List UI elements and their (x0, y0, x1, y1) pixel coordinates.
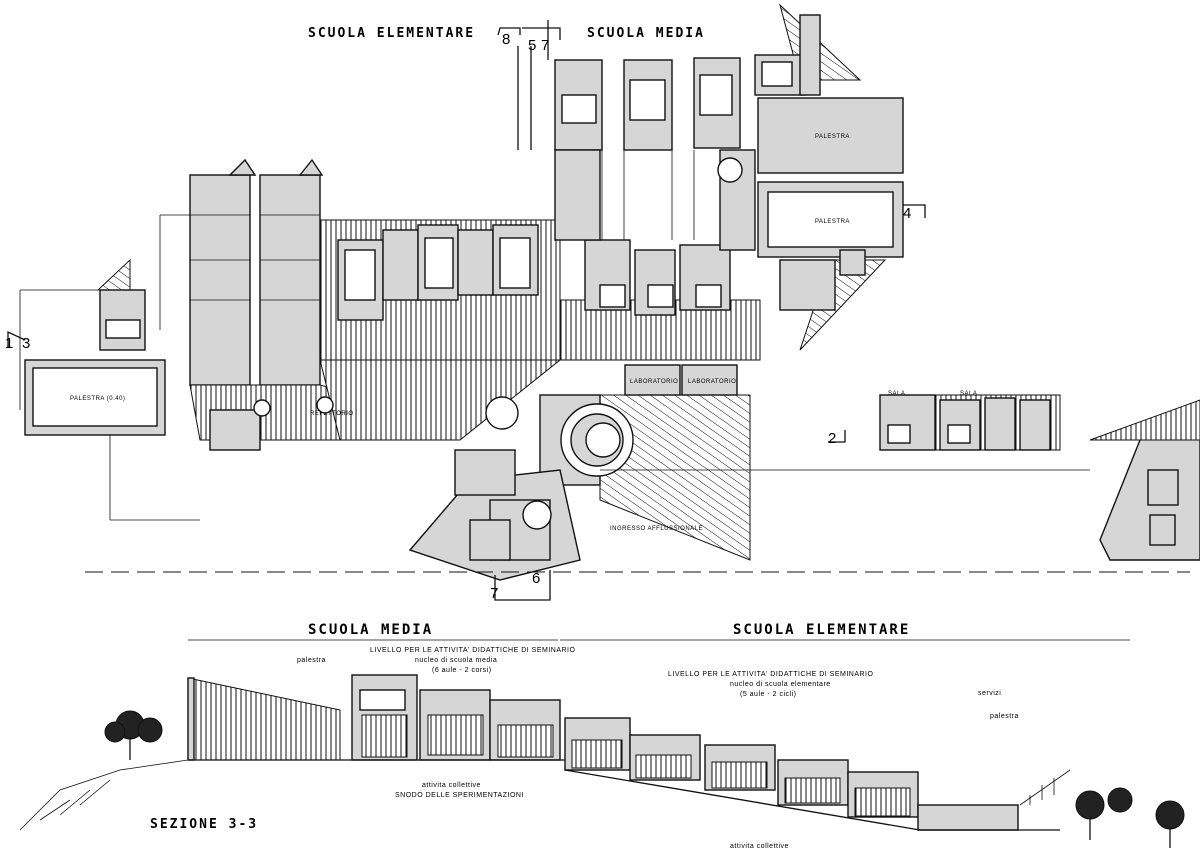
media-classroom-block (554, 57, 741, 240)
section-mark-8: 8 (502, 31, 510, 48)
section-mark-7: 7 (541, 37, 549, 54)
note-livello-media: LIVELLO PER LE ATTIVITA' DIDATTICHE DI S… (370, 647, 575, 654)
label-sala-1: SALA (888, 391, 905, 397)
note-snodo: SNODO DELLE SPERIMENTAZIONI (395, 792, 524, 799)
section-marker-group-top: 8 5 7 (497, 20, 561, 150)
section-mark-2: 2 (828, 430, 836, 447)
note-palestra: palestra (297, 657, 326, 664)
label-sala-2: SALA (960, 391, 977, 397)
note-attivita-collettive-2: attivita collettive (730, 843, 789, 850)
note-attivita-collettive: attivita collettive (422, 782, 481, 789)
label-laboratorio-1: LABORATORIO (630, 379, 678, 385)
section-mark-1: 1 (5, 335, 13, 352)
plan-header-left: SCUOLA ELEMENTARE (308, 26, 475, 41)
service-tower-top (754, 3, 862, 96)
central-stepped-corridor (299, 149, 761, 361)
note-palestra-2: palestra (990, 713, 1019, 720)
section-mark-7-bottom: 7 (490, 585, 498, 602)
note-nucleo-media: nucleo di scuola media (415, 657, 497, 664)
label-ingresso: INGRESSO AFFLUSSIONALE (610, 526, 703, 532)
section-header-right: SCUOLA ELEMENTARE (733, 622, 910, 638)
note-nucleo-elementare: nucleo di scuola elementare (730, 681, 831, 688)
section-mark-3: 3 (22, 335, 30, 352)
tree-illustration-right (1075, 787, 1185, 848)
label-laboratorio-2: LABORATORIO (688, 379, 736, 385)
elementare-classroom-blocks: REFETTORIO (189, 158, 562, 451)
right-detail-classrooms: SALA SALA 2 (828, 391, 1200, 561)
plan-header-right: SCUOLA MEDIA (587, 26, 705, 41)
note-servizi: servizi (978, 690, 1001, 697)
note-aule-elementare: (5 aule - 2 cicli) (740, 691, 796, 698)
section-header-left: SCUOLA MEDIA (308, 622, 433, 638)
label-palestra-2: PALESTRA (815, 219, 850, 225)
section-mark-4: 4 (903, 205, 911, 222)
central-lower-cluster: LABORATORIO LABORATORIO INGRESSO AFFLUSS… (408, 364, 751, 602)
note-aule-media: (6 aule - 2 corsi) (432, 667, 492, 674)
section-mark-5: 5 (528, 37, 536, 54)
label-palestra-1: PALESTRA (815, 134, 850, 140)
label-refettorio: REFETTORIO (310, 411, 354, 417)
section-title: SEZIONE 3-3 (150, 817, 258, 832)
section-mark-6: 6 (532, 570, 540, 587)
label-palestra-3: PALESTRA (0.40) (70, 396, 125, 402)
left-palestra-block: PALESTRA (0.40) 1 3 (5, 214, 200, 521)
tree-illustration-left (19, 710, 189, 831)
palestra-lower: PALESTRA 4 (757, 181, 926, 351)
note-livello-elementare: LIVELLO PER LE ATTIVITA' DIDATTICHE DI S… (668, 671, 873, 678)
section-profile (187, 674, 1071, 831)
palestra-upper: PALESTRA (757, 97, 904, 174)
